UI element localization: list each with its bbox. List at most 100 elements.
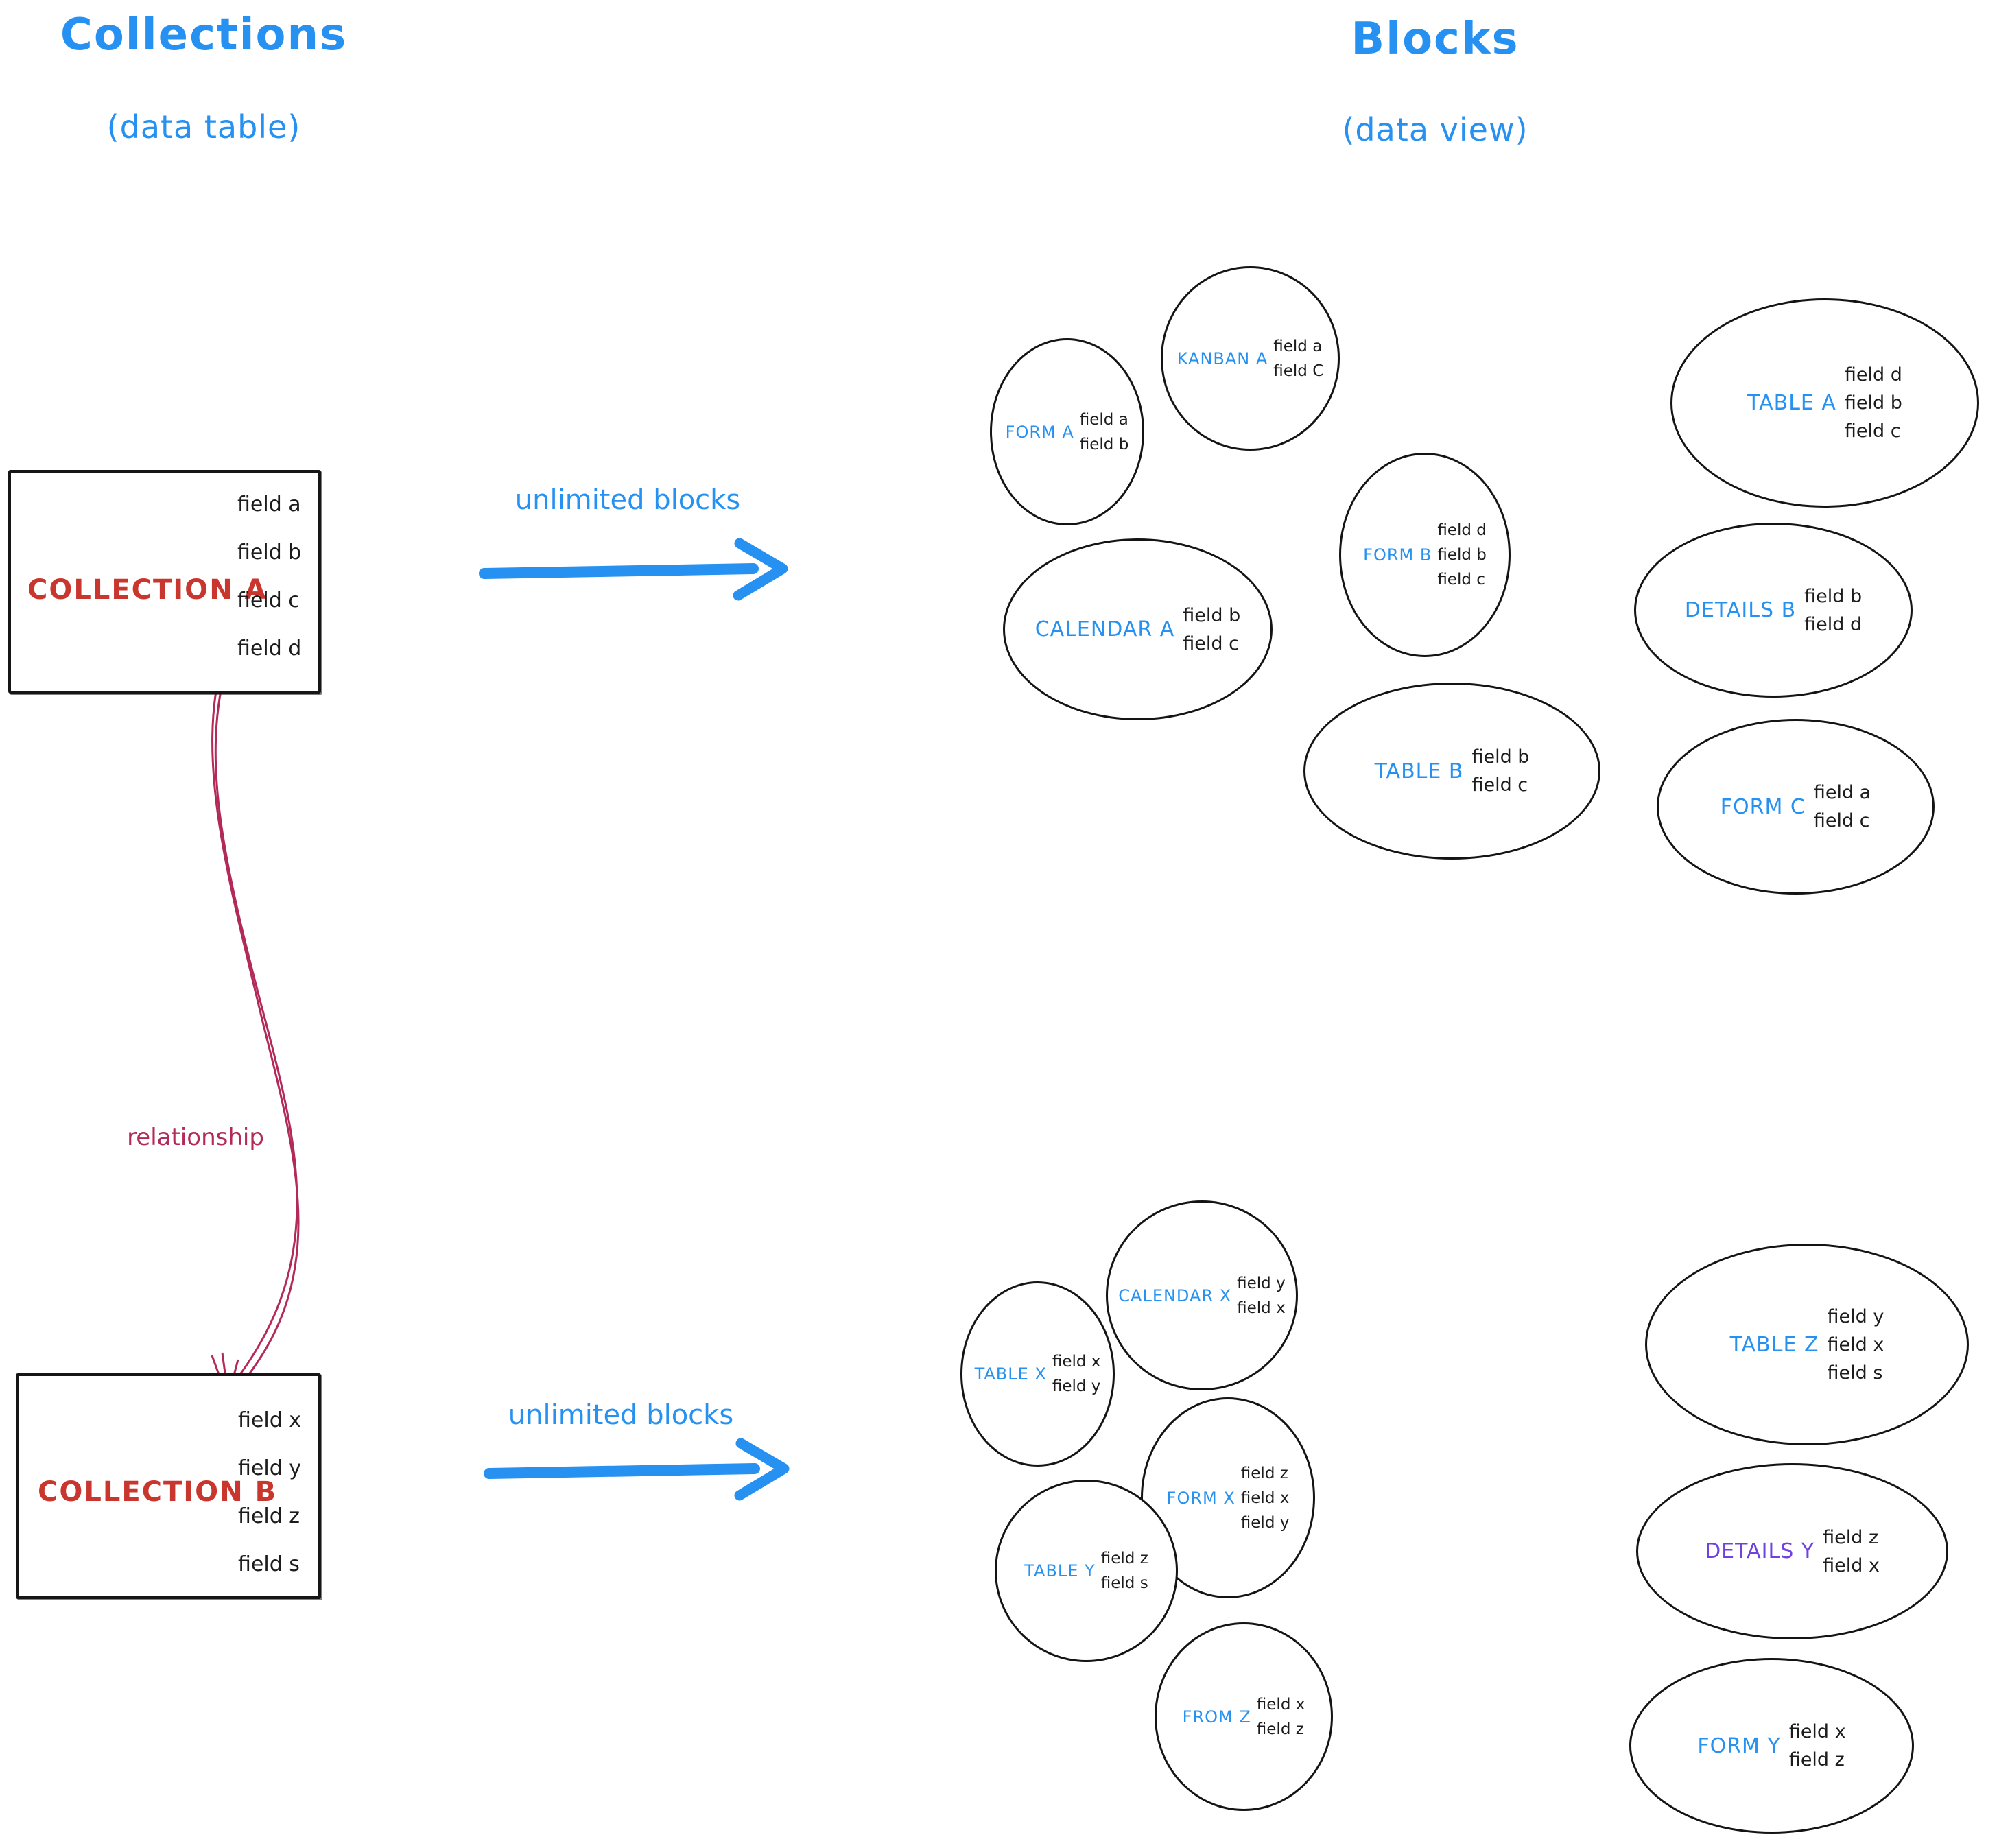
relationship-arrow bbox=[211, 662, 300, 1394]
block-field: field x bbox=[1052, 1353, 1101, 1371]
block-form-c: FORM C field a field c bbox=[1657, 719, 1935, 895]
block-label: FORM C bbox=[1720, 794, 1806, 819]
block-field: field c bbox=[1813, 810, 1870, 831]
block-field: field b bbox=[1844, 392, 1902, 414]
collection-a-name: COLLECTION A bbox=[27, 574, 268, 606]
block-details-b: DETAILS B field b field d bbox=[1634, 523, 1913, 698]
unlimited-blocks-arrow-top bbox=[479, 538, 788, 601]
block-fields: field d field b field c bbox=[1437, 521, 1487, 589]
block-field: field b bbox=[1437, 546, 1487, 564]
block-fields: field x field y bbox=[1052, 1353, 1101, 1395]
block-form-a: FORM A field a field b bbox=[990, 338, 1144, 525]
block-label: TABLE A bbox=[1747, 391, 1836, 415]
collection-b-box: COLLECTION B field x field y field z fie… bbox=[16, 1373, 321, 1599]
block-fields: field b field c bbox=[1471, 746, 1529, 796]
collection-field: field x bbox=[238, 1408, 302, 1432]
block-from-z: FROM Z field x field z bbox=[1155, 1622, 1333, 1811]
block-label: FROM Z bbox=[1182, 1707, 1251, 1727]
collection-field: field b bbox=[237, 541, 302, 565]
block-field: field z bbox=[1240, 1464, 1288, 1482]
block-label: TABLE X bbox=[974, 1364, 1047, 1384]
block-table-a: TABLE A field d field b field c bbox=[1670, 298, 1979, 508]
block-field: field C bbox=[1273, 362, 1324, 380]
block-field: field x bbox=[1256, 1695, 1305, 1714]
block-form-b: FORM B field d field b field c bbox=[1339, 453, 1511, 657]
block-label: DETAILS Y bbox=[1705, 1539, 1815, 1563]
block-label: TABLE Y bbox=[1024, 1561, 1096, 1580]
block-field: field c bbox=[1844, 420, 1901, 442]
block-label: CALENDAR A bbox=[1034, 617, 1175, 641]
block-field: field x bbox=[1823, 1554, 1880, 1576]
block-fields: field y field x bbox=[1237, 1275, 1286, 1317]
collection-field: field a bbox=[237, 493, 301, 517]
block-field: field z bbox=[1256, 1720, 1304, 1738]
block-label: TABLE B bbox=[1374, 759, 1464, 783]
block-field: field d bbox=[1804, 613, 1863, 635]
relationship-label: relationship bbox=[127, 1124, 264, 1151]
block-fields: field x field z bbox=[1257, 1696, 1305, 1738]
collection-a-box: COLLECTION A field a field b field c fie… bbox=[8, 470, 321, 694]
block-calendar-x: CALENDAR X field y field x bbox=[1106, 1200, 1298, 1390]
block-field: field c bbox=[1183, 632, 1239, 654]
collection-a-fields: field a field b field c field d bbox=[237, 493, 301, 660]
block-field: field b bbox=[1183, 604, 1241, 626]
block-calendar-a: CALENDAR A field b field c bbox=[1003, 538, 1273, 720]
block-fields: field a field C bbox=[1273, 337, 1323, 380]
block-field: field y bbox=[1052, 1377, 1101, 1395]
collection-field: field y bbox=[238, 1456, 302, 1480]
block-field: field x bbox=[1827, 1334, 1884, 1355]
block-form-y: FORM Y field x field z bbox=[1629, 1658, 1914, 1834]
block-field: field d bbox=[1844, 364, 1902, 386]
block-fields: field x field z bbox=[1789, 1721, 1846, 1770]
collection-field: field s bbox=[238, 1552, 300, 1576]
block-field: field c bbox=[1437, 571, 1485, 589]
blocks-subtitle: (data view) bbox=[1342, 111, 1528, 148]
block-field: field y bbox=[1827, 1305, 1884, 1327]
block-field: field d bbox=[1437, 521, 1487, 539]
block-field: field z bbox=[1823, 1526, 1879, 1548]
block-label: KANBAN A bbox=[1177, 348, 1268, 368]
block-label: FORM Y bbox=[1697, 1733, 1781, 1758]
unlimited-blocks-arrow-bottom bbox=[484, 1438, 790, 1501]
block-label: TABLE Z bbox=[1729, 1332, 1819, 1357]
block-label: FORM B bbox=[1363, 545, 1432, 565]
block-table-y: TABLE Y field z field s bbox=[995, 1480, 1178, 1662]
blocks-title: Blocks bbox=[1351, 14, 1520, 64]
block-field: field b bbox=[1804, 585, 1863, 607]
block-table-x: TABLE X field x field y bbox=[960, 1281, 1115, 1467]
block-field: field x bbox=[1788, 1721, 1846, 1742]
block-field: field s bbox=[1827, 1362, 1883, 1384]
block-field: field y bbox=[1240, 1513, 1290, 1532]
block-field: field a bbox=[1273, 337, 1323, 355]
block-field: field x bbox=[1240, 1489, 1290, 1507]
block-fields: field a field c bbox=[1814, 782, 1871, 831]
block-label: CALENDAR X bbox=[1118, 1286, 1232, 1305]
block-label: DETAILS B bbox=[1684, 598, 1797, 622]
block-field: field c bbox=[1471, 774, 1528, 796]
block-fields: field b field c bbox=[1183, 605, 1240, 654]
block-fields: field z field s bbox=[1101, 1550, 1148, 1592]
block-table-b: TABLE B field b field c bbox=[1303, 683, 1600, 860]
block-fields: field y field x field s bbox=[1828, 1306, 1884, 1384]
block-field: field x bbox=[1237, 1299, 1286, 1317]
block-fields: field z field x bbox=[1823, 1527, 1880, 1576]
collection-b-fields: field x field y field z field s bbox=[238, 1409, 301, 1576]
block-label: FORM X bbox=[1166, 1488, 1235, 1508]
block-fields: field d field b field c bbox=[1845, 364, 1902, 442]
block-field: field a bbox=[1813, 782, 1871, 803]
block-label: FORM A bbox=[1005, 422, 1074, 442]
block-field: field y bbox=[1237, 1274, 1286, 1292]
block-field: field b bbox=[1079, 435, 1129, 453]
block-field: field z bbox=[1788, 1749, 1845, 1770]
block-fields: field a field b bbox=[1080, 411, 1129, 453]
block-field: field b bbox=[1471, 746, 1530, 768]
unlimited-blocks-label-bottom: unlimited blocks bbox=[508, 1399, 734, 1431]
block-field: field s bbox=[1100, 1574, 1148, 1592]
block-fields: field b field d bbox=[1804, 586, 1862, 635]
collection-field: field c bbox=[237, 589, 300, 613]
unlimited-blocks-label-top: unlimited blocks bbox=[515, 484, 741, 516]
block-table-z: TABLE Z field y field x field s bbox=[1645, 1244, 1969, 1445]
block-kanban-a: KANBAN A field a field C bbox=[1161, 266, 1340, 451]
block-field: field z bbox=[1100, 1550, 1148, 1567]
